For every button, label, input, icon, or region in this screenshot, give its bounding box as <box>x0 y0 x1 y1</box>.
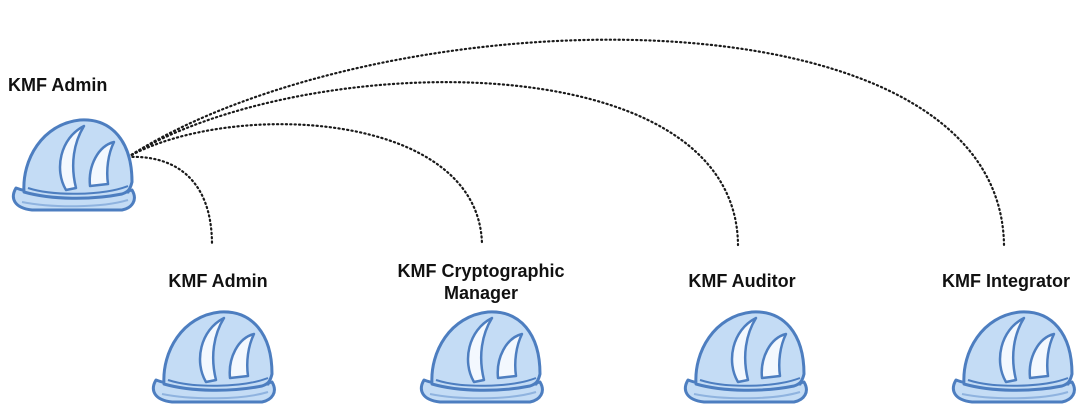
root-role-label: KMF Admin <box>8 75 108 95</box>
connector-to-kmf-admin <box>126 155 214 247</box>
child-role-label-cryptographic-manager: KMF Cryptographic Manager <box>376 260 586 304</box>
root-hard-hat-icon <box>11 118 136 212</box>
child-3-hard-hat-icon <box>683 310 808 404</box>
child-role-label-admin: KMF Admin <box>168 271 268 291</box>
child-role-label-auditor: KMF Auditor <box>688 271 796 291</box>
child-role-label-integrator: KMF Integrator <box>942 271 1070 291</box>
connector-to-kmf-auditor <box>126 81 740 247</box>
connector-to-kmf-cryptographic-manager <box>126 123 484 247</box>
connectors <box>126 38 1006 247</box>
connector-to-kmf-integrator <box>126 38 1006 247</box>
child-1-hard-hat-icon <box>151 310 276 404</box>
child-role-label-line-1: KMF Cryptographic <box>397 261 565 281</box>
child-2-hard-hat-icon <box>419 310 544 404</box>
child-4-hard-hat-icon <box>951 310 1076 404</box>
child-role-label-line-2: Manager <box>443 283 519 303</box>
